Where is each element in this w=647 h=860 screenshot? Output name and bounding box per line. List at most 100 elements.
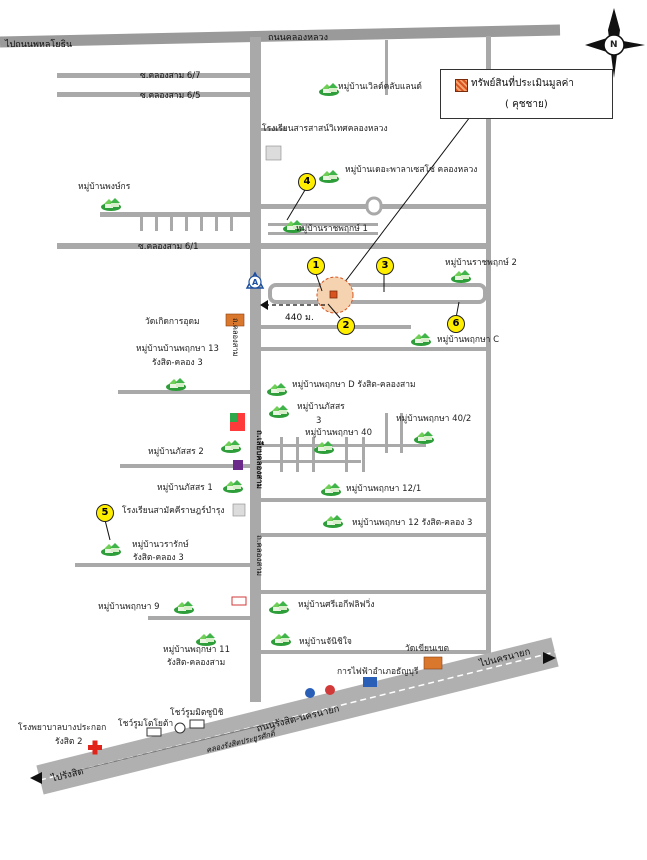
village-icon: [101, 198, 121, 211]
road-subject-outline: [268, 283, 487, 304]
road-label-soi-6-7: ซ.คลองสาม 6/7: [140, 71, 201, 81]
arrow-to-rangsit: [30, 772, 42, 784]
marker-1: 1: [307, 257, 325, 275]
bank-icon: [231, 596, 247, 606]
village-icon: [196, 633, 216, 646]
road-mid-13: [75, 563, 250, 567]
marker-2-line: [327, 303, 341, 319]
marker-4-line: [286, 189, 306, 221]
legend-title: ทรัพย์สินที่ประเมินมูลค่า: [471, 78, 574, 89]
place-pruksa-11: หมู่บ้านพฤกษา 11: [163, 645, 230, 655]
school-icon-1: [265, 145, 282, 161]
place-sarasas-school: โรงเรียนสารสาสน์วิเทศคลองหลวง: [262, 124, 388, 134]
village-icon: [221, 440, 241, 453]
road-ticks-4: [185, 217, 188, 231]
showroom-icon-3: [189, 719, 205, 729]
village-icon: [414, 431, 434, 444]
place-pruksa-11-sub: รังสิต-คลองสาม: [167, 658, 226, 668]
legend-box: ทรัพย์สินที่ประเมินมูลค่า ( คุชชาย): [440, 69, 613, 119]
road-label-khlong-luang: ถนนคลองหลวง: [268, 33, 328, 43]
road-grid-a: [261, 128, 286, 131]
road-label-main-v-a: ถ.คลองสาม: [231, 318, 240, 357]
road-ticks-5: [200, 217, 203, 231]
road-mid-3: [280, 437, 283, 472]
place-toyota-showroom: โชว์รูมโตโยต้า: [118, 719, 174, 729]
subject-property-marker: [329, 290, 338, 299]
road-ticks-6: [215, 217, 218, 231]
place-pruksa-12-1: หมู่บ้านพฤกษา 12/1: [346, 484, 422, 494]
village-icon: [319, 83, 339, 96]
road-mid-14: [261, 590, 486, 594]
place-vararak-sub: รังสิต-คลอง 3: [133, 553, 184, 563]
place-pruksa-9: หมู่บ้านพฤกษา 9: [98, 602, 160, 612]
arrow-to-nakhon-nayok: [543, 652, 556, 664]
temple-icon-1: [225, 313, 245, 327]
distance-arrowhead: [260, 300, 268, 310]
road-oval: [365, 196, 383, 216]
electricity-icon: [363, 677, 377, 687]
place-pruksa-40-2: หมู่บ้านพฤกษา 40/2: [396, 414, 472, 424]
road-label-soi-6-1: ซ.คลองสาม 6/1: [138, 242, 199, 252]
road-ticks: [140, 217, 143, 231]
place-pruksa-d: หมู่บ้านพฤกษา D รังสิต-คลองสาม: [292, 380, 416, 390]
road-grid-b: [385, 40, 388, 95]
place-passorn-2: หมู่บ้านภัสสร 2: [148, 447, 204, 457]
village-icon: [101, 543, 121, 556]
place-passorn-1: หมู่บ้านภัสสร 1: [157, 483, 213, 493]
place-pruksa-40: หมู่บ้านพฤกษา 40: [305, 428, 372, 438]
place-sri-living: หมู่บ้านศรีเอกีฟลิฟวิ่ง: [298, 600, 375, 610]
purple-landmark-icon: [233, 460, 243, 470]
marker-5: 5: [96, 504, 114, 522]
place-passorn: หมู่บ้านภัสสร: [297, 402, 345, 412]
village-icon: [166, 378, 186, 391]
road-upper-west: [100, 212, 250, 217]
distance-label: 440 ม.: [285, 313, 314, 323]
hospital-cross-v: [92, 740, 98, 755]
road-khlong-luang: [0, 24, 561, 48]
village-icon: [319, 170, 339, 183]
marker-6: 6: [447, 315, 465, 333]
road-mid-8: [385, 413, 388, 453]
place-mitsubishi-showroom: โชว์รูมมิตซูบิชิ: [170, 708, 224, 718]
marker-3: 3: [376, 257, 394, 275]
place-passorn-3: 3: [316, 416, 322, 426]
road-ticks-3: [170, 217, 173, 231]
road-label-main-v-c: ถ.คลองสาม: [255, 535, 264, 576]
road-mid-2: [261, 460, 361, 463]
village-icon: [269, 405, 289, 418]
north-compass: [585, 8, 645, 78]
road-mid-9: [400, 413, 403, 453]
place-vararak: หมู่บ้านวรารักษ์: [132, 540, 189, 550]
marker-4: 4: [298, 173, 316, 191]
showroom-icon-2: [146, 727, 162, 737]
legend-subtitle: ( คุชชาย): [505, 99, 548, 110]
place-palazzo: หมู่บ้านเดอะพาลาเซสโซ่ คลองหลวง: [345, 165, 478, 175]
road-ticks-2: [155, 217, 158, 231]
gas-icon-2: [325, 685, 335, 695]
gas-icon-1: [305, 688, 315, 698]
road-soi-6-5: [57, 92, 250, 97]
village-icon: [451, 270, 471, 283]
place-ratchaphruek-1: หมู่บ้านราชพฤกษ์ 1: [296, 224, 368, 234]
place-chanichai: หมู่บ้านจันิชิใจ: [299, 637, 352, 647]
road-mid-1: [261, 444, 426, 447]
village-icon: [271, 633, 291, 646]
road-mid-4: [296, 437, 299, 472]
place-pea-thanyaburi: การไฟฟ้าอำเภอธัญบุรี: [337, 667, 419, 677]
road-village-1b: [268, 232, 378, 235]
road-ticks-7: [230, 217, 233, 231]
road-mid-11: [261, 498, 486, 502]
road-c: [261, 347, 486, 351]
legend-leader-line: [334, 116, 471, 296]
place-wat-khian-khet: วัดเขียนเขต: [405, 644, 450, 654]
road-soi-6-1: [57, 243, 486, 249]
village-icon: [411, 333, 431, 346]
legend-swatch: [455, 79, 468, 92]
road-label-main-v-b: ถ.เลียบคลองสาม: [255, 430, 264, 489]
place-pruksa-c: หมู่บ้านพฤกษา C: [437, 335, 500, 345]
road-mid-6: [345, 437, 348, 472]
village-icon: [283, 220, 303, 233]
temple-icon-2: [423, 656, 443, 670]
village-icon: [314, 441, 334, 454]
road-soi-6-7: [57, 73, 250, 78]
